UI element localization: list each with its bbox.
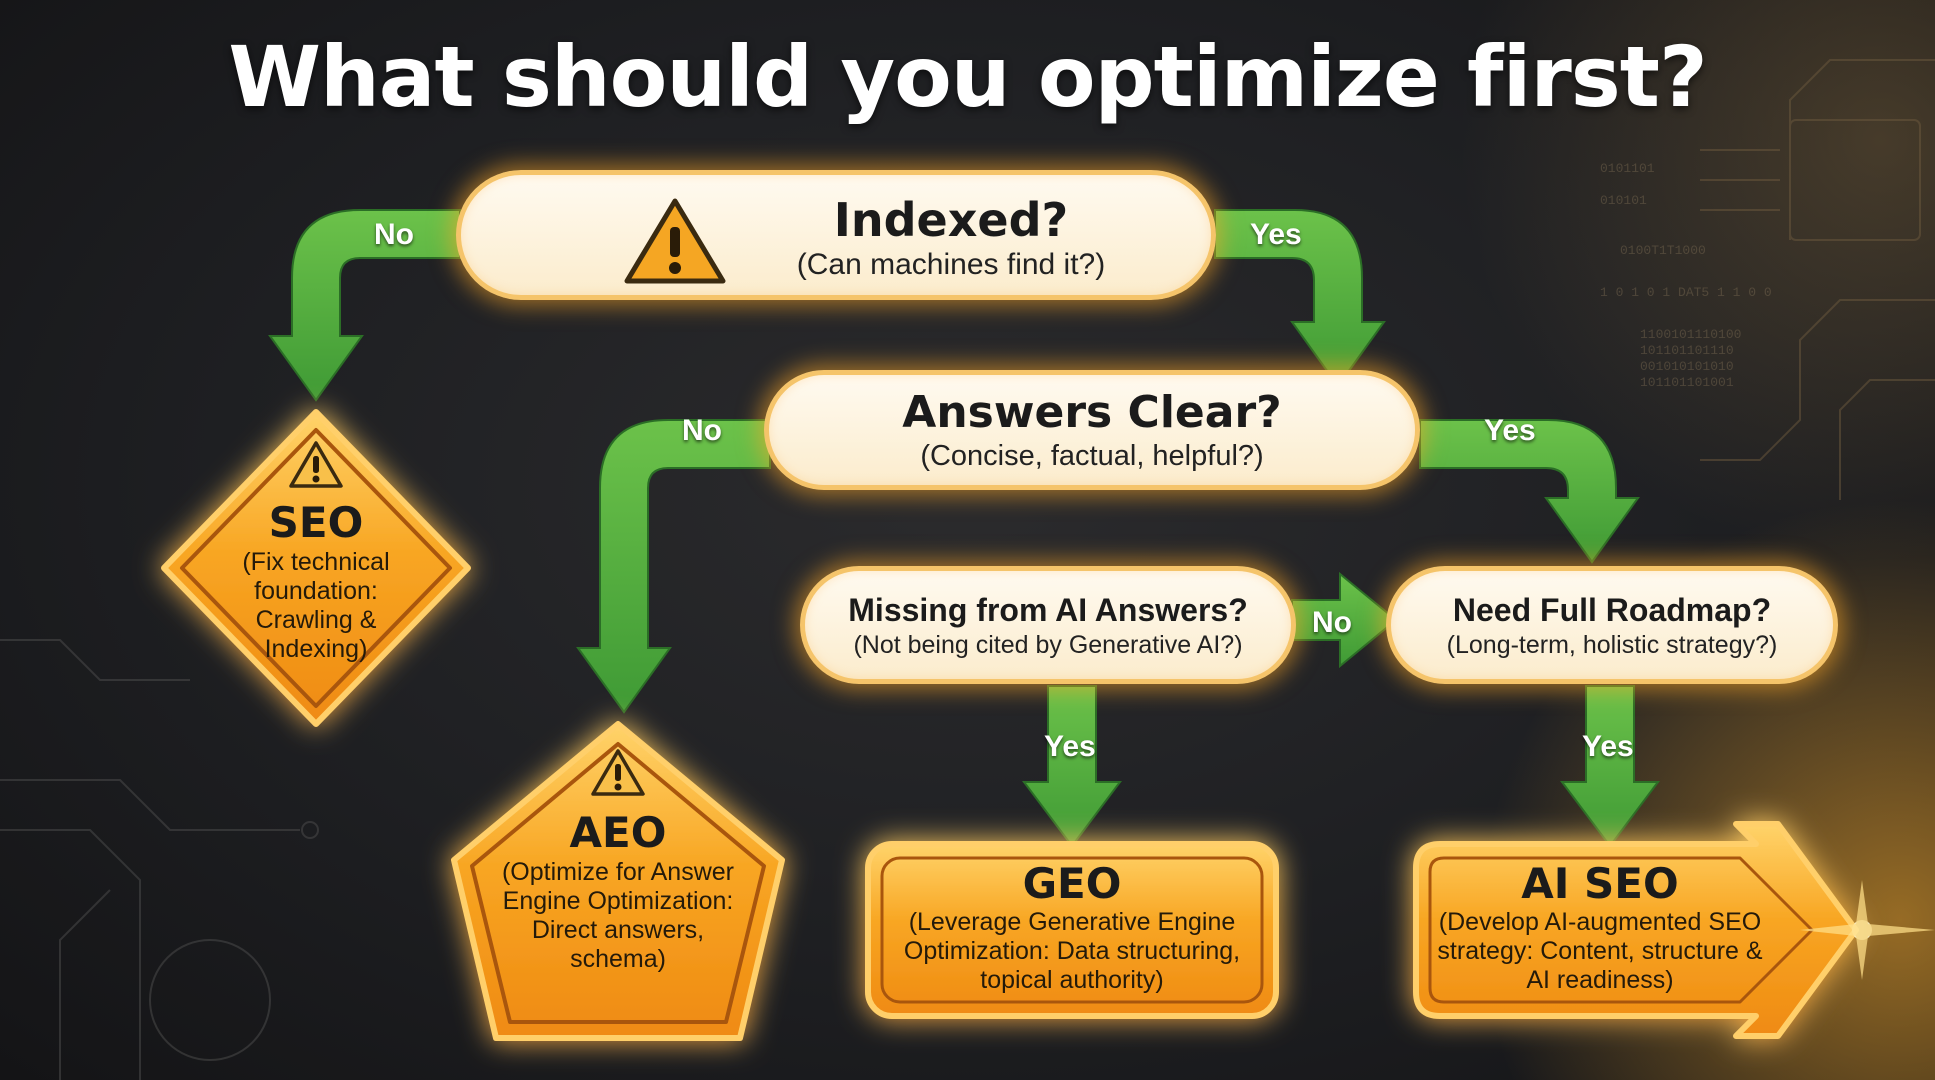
seo-warning-icon	[288, 440, 344, 495]
answers-clear-subtitle: (Concise, factual, helpful?)	[920, 440, 1264, 472]
seo-node-shape	[161, 409, 471, 727]
edge-label-indexed-yes: Yes	[1250, 218, 1302, 251]
arrow-indexed-no	[268, 209, 461, 402]
seo-outcome: SEO (Fix technical foundation: Crawling …	[206, 498, 426, 664]
edge-label-indexed-no: No	[374, 218, 414, 251]
geo-subtitle: (Leverage Generative Engine Optimization…	[903, 908, 1241, 994]
edge-label-roadmap-yes: Yes	[1582, 730, 1634, 763]
decision-answers-clear: Answers Clear? (Concise, factual, helpfu…	[764, 370, 1420, 490]
svg-text:1100101110100: 1100101110100	[1640, 327, 1741, 342]
svg-text:101101101001: 101101101001	[1640, 375, 1734, 390]
edge-label-answers-yes: Yes	[1484, 414, 1536, 447]
warning-triangle-icon	[621, 193, 729, 294]
aeo-outcome: AEO (Optimize for Answer Engine Optimiza…	[486, 808, 750, 974]
seo-heading: SEO	[268, 498, 364, 547]
arrow-missing-no	[1291, 571, 1398, 669]
ai-seo-node-shape	[1413, 821, 1859, 1039]
arrow-roadmap-yes	[1560, 685, 1660, 848]
decision-indexed: Indexed? (Can machines find it?)	[456, 170, 1216, 300]
answers-clear-heading: Answers Clear?	[902, 387, 1282, 438]
indexed-heading: Indexed?	[833, 193, 1069, 247]
aeo-subtitle: (Optimize for Answer Engine Optimization…	[501, 858, 734, 973]
full-roadmap-subtitle: (Long-term, holistic strategy?)	[1446, 631, 1778, 659]
svg-text:101101101110: 101101101110	[1640, 343, 1734, 358]
edge-label-missing-yes: Yes	[1044, 730, 1096, 763]
missing-ai-heading: Missing from AI Answers?	[848, 592, 1248, 628]
missing-ai-subtitle: (Not being cited by Generative AI?)	[853, 631, 1243, 659]
aeo-warning-icon	[590, 748, 646, 803]
seo-subtitle: (Fix technical foundation: Crawling & In…	[242, 548, 390, 663]
decision-full-roadmap: Need Full Roadmap? (Long-term, holistic …	[1386, 566, 1838, 684]
aeo-node-shape	[451, 721, 785, 1041]
ai-seo-subtitle: (Develop AI-augmented SEO strategy: Cont…	[1437, 908, 1763, 994]
svg-text:010101: 010101	[1600, 193, 1647, 208]
arrow-answers-no	[576, 419, 771, 714]
indexed-subtitle: (Can machines find it?)	[796, 248, 1106, 281]
sparkle-glow	[1800, 880, 1935, 980]
geo-node-shape	[865, 841, 1279, 1019]
arrow-missing-yes	[1022, 685, 1122, 848]
full-roadmap-heading: Need Full Roadmap?	[1452, 592, 1772, 628]
geo-outcome: GEO (Leverage Generative Engine Optimiza…	[880, 860, 1264, 995]
svg-text:1 0 1 0 1 DAT5 1 1 0 0: 1 0 1 0 1 DAT5 1 1 0 0	[1600, 285, 1772, 300]
arrow-answers-yes	[1419, 419, 1640, 564]
svg-text:0101101: 0101101	[1600, 161, 1655, 176]
svg-text:001010101010: 001010101010	[1640, 359, 1734, 374]
decision-missing-ai: Missing from AI Answers? (Not being cite…	[800, 566, 1296, 684]
edge-label-answers-no: No	[682, 414, 722, 447]
svg-text:0100T1T1000: 0100T1T1000	[1620, 243, 1706, 258]
geo-heading: GEO	[1022, 859, 1122, 908]
aeo-heading: AEO	[569, 808, 667, 857]
ai-seo-outcome: AI SEO (Develop AI-augmented SEO strateg…	[1428, 860, 1772, 995]
ai-seo-heading: AI SEO	[1521, 859, 1679, 908]
arrow-indexed-yes	[1214, 209, 1386, 388]
page-title: What should you optimize first?	[228, 28, 1707, 126]
edge-label-missing-no: No	[1312, 606, 1352, 639]
